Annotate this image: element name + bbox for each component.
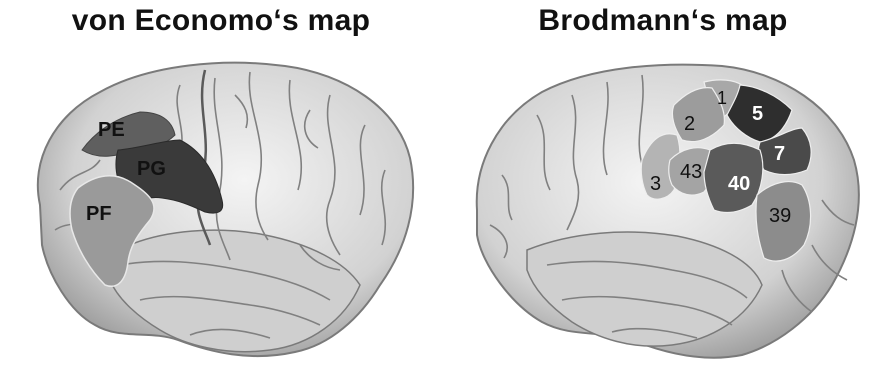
- von-economo-brain: PE PG PF: [0, 0, 442, 367]
- label-1: 1: [717, 88, 727, 108]
- label-39: 39: [769, 205, 791, 227]
- label-3: 3: [650, 173, 661, 195]
- von-economo-panel: von Economo‘s map: [0, 0, 442, 367]
- label-5: 5: [752, 103, 763, 125]
- label-2: 2: [684, 113, 695, 135]
- brodmann-panel: Brodmann‘s map: [442, 0, 884, 367]
- label-43: 43: [680, 161, 702, 183]
- label-PE: PE: [98, 119, 125, 141]
- label-PG: PG: [137, 158, 166, 180]
- label-PF: PF: [86, 203, 112, 225]
- label-7: 7: [774, 143, 785, 165]
- brodmann-brain: 1 5 2 7 3 43 40 39: [442, 0, 884, 367]
- label-40: 40: [728, 173, 750, 195]
